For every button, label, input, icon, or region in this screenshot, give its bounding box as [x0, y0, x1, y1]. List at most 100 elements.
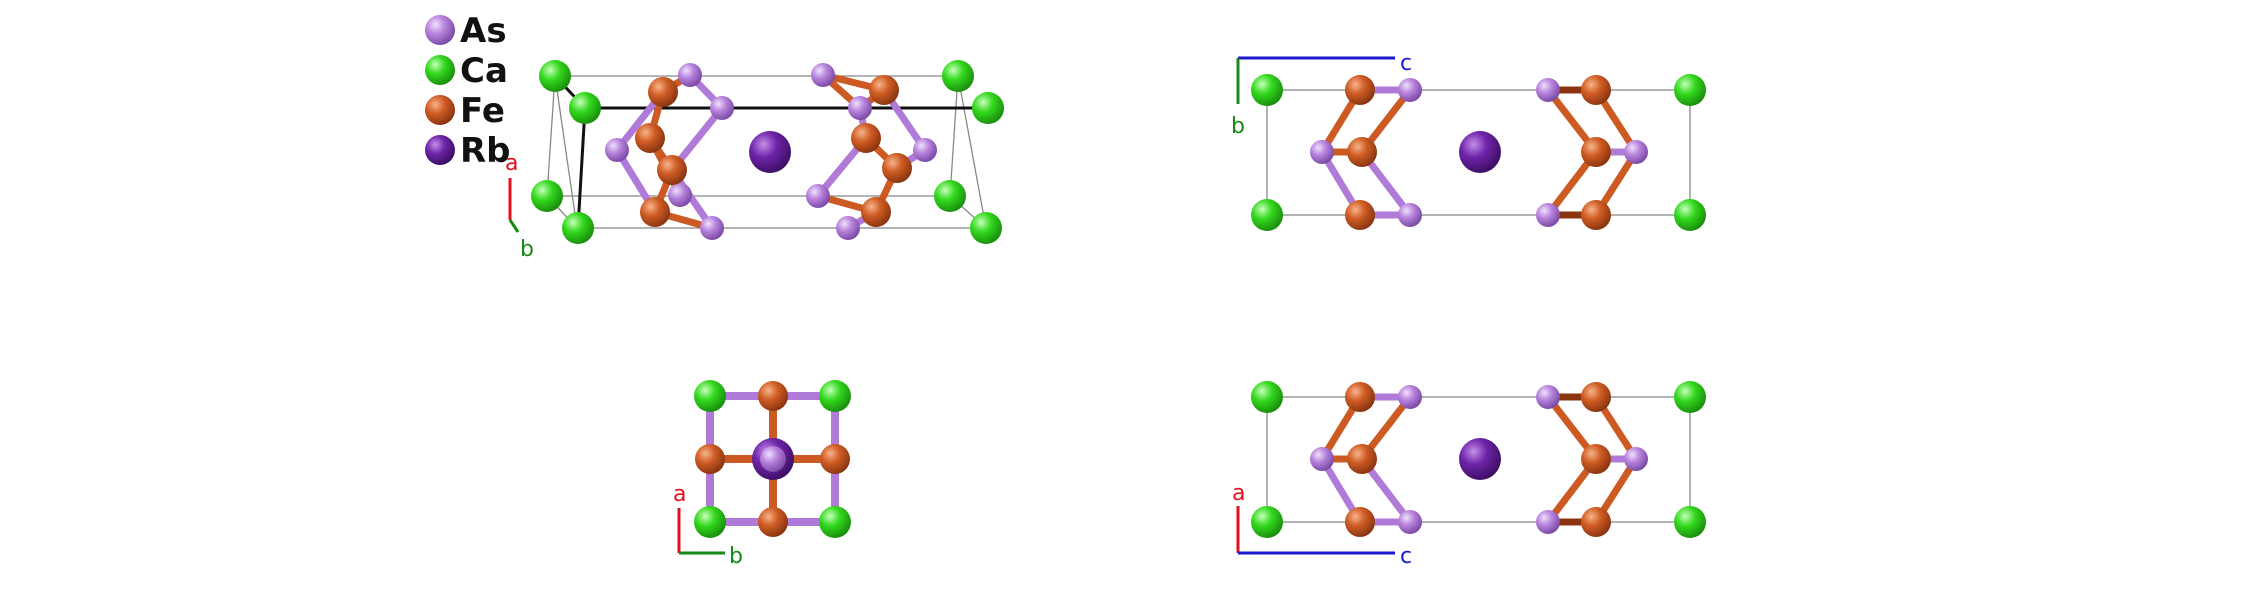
as-atom — [710, 96, 734, 120]
axis-label-a: a — [505, 151, 518, 176]
ca-atom — [1251, 199, 1283, 231]
as-atom — [668, 183, 692, 207]
ca-atom — [942, 60, 974, 92]
as-atom — [1536, 510, 1560, 534]
as-atom — [1536, 203, 1560, 227]
ca-atom — [1674, 506, 1706, 538]
fe-atom — [758, 381, 788, 411]
fe-atom — [648, 77, 678, 107]
legend-item-as: As — [425, 11, 507, 51]
as-atom — [605, 138, 629, 162]
ca-atom-icon — [425, 55, 455, 85]
atoms — [694, 380, 851, 538]
as-atom — [1624, 447, 1648, 471]
ca-atom — [562, 212, 594, 244]
as-atom — [1536, 385, 1560, 409]
rb-atom-icon — [425, 135, 455, 165]
fe-atom — [820, 444, 850, 474]
fe-atom — [882, 153, 912, 183]
fe-atom — [1581, 382, 1611, 412]
fe-atom — [758, 507, 788, 537]
fe-atom — [1581, 75, 1611, 105]
as-atom — [1310, 140, 1334, 164]
as-atom — [1398, 385, 1422, 409]
fe-atom-icon — [425, 95, 455, 125]
legend-item-ca: Ca — [425, 51, 508, 91]
rb-atom — [1459, 438, 1501, 480]
panel-view-bc: c b — [1231, 51, 1706, 231]
ca-atom — [819, 506, 851, 538]
legend-label-as: As — [460, 11, 507, 51]
ca-atom — [1251, 506, 1283, 538]
as-atom — [806, 184, 830, 208]
as-atom — [1398, 78, 1422, 102]
legend-label-rb: Rb — [460, 131, 511, 171]
fe-atom — [1581, 137, 1611, 167]
atoms — [531, 60, 1004, 244]
ca-atom — [972, 92, 1004, 124]
legend-item-rb: Rb — [425, 131, 511, 171]
unit-cell-outline — [1266, 89, 1691, 216]
as-atom — [848, 96, 872, 120]
as-atom — [913, 138, 937, 162]
atoms — [1251, 74, 1706, 231]
fe-atom — [1345, 507, 1375, 537]
as-atom — [1398, 203, 1422, 227]
ca-atom — [531, 180, 563, 212]
fe-atom — [657, 155, 687, 185]
fe-atom — [1581, 507, 1611, 537]
axis-label-b: b — [520, 237, 534, 262]
fe-atom — [1581, 200, 1611, 230]
fe-atom — [1345, 382, 1375, 412]
fe-atom — [640, 197, 670, 227]
as-atom — [836, 216, 860, 240]
ca-atom — [694, 506, 726, 538]
axis-label-b: b — [729, 544, 743, 569]
as-atom — [1310, 447, 1334, 471]
as-atom — [1536, 78, 1560, 102]
ca-atom — [819, 380, 851, 412]
axis-label-c: c — [1400, 544, 1412, 569]
panel-perspective: a b — [505, 60, 1004, 262]
ca-atom — [1251, 381, 1283, 413]
as-atom — [1398, 510, 1422, 534]
as-atom — [1624, 140, 1648, 164]
ca-atom — [1674, 74, 1706, 106]
as-atom — [678, 63, 702, 87]
axis-triad: a b — [505, 151, 534, 262]
axis-label-c: c — [1400, 51, 1412, 76]
legend-label-fe: Fe — [460, 91, 505, 131]
axis-label-a: a — [673, 482, 686, 507]
rb-atom — [749, 131, 791, 173]
legend-item-fe: Fe — [425, 91, 505, 131]
fe-atom — [851, 123, 881, 153]
fe-atom — [861, 197, 891, 227]
ca-atom — [1674, 381, 1706, 413]
ca-atom — [1251, 74, 1283, 106]
fe-atom — [695, 444, 725, 474]
ca-atom — [934, 180, 966, 212]
axis-label-b: b — [1231, 114, 1245, 139]
fe-atom — [1345, 200, 1375, 230]
ca-atom — [970, 212, 1002, 244]
axis-triad: c b — [1231, 51, 1412, 139]
atoms — [1251, 381, 1706, 538]
axis-triad: a c — [1232, 481, 1412, 569]
panel-view-ab: a b — [673, 380, 851, 569]
legend-label-ca: Ca — [460, 51, 508, 91]
fe-atom — [1347, 444, 1377, 474]
ca-atom — [1674, 199, 1706, 231]
panel-view-ac: a c — [1232, 381, 1706, 569]
as-atom-icon — [425, 15, 455, 45]
ca-atom — [569, 92, 601, 124]
as-atom — [760, 446, 786, 472]
fe-atom — [635, 123, 665, 153]
fe-atom — [1347, 137, 1377, 167]
axis-triad: a b — [673, 482, 743, 569]
fe-atom — [869, 75, 899, 105]
fe-atom — [1581, 444, 1611, 474]
as-atom — [700, 216, 724, 240]
rb-atom — [1459, 131, 1501, 173]
unit-cell-outline — [1266, 396, 1691, 523]
